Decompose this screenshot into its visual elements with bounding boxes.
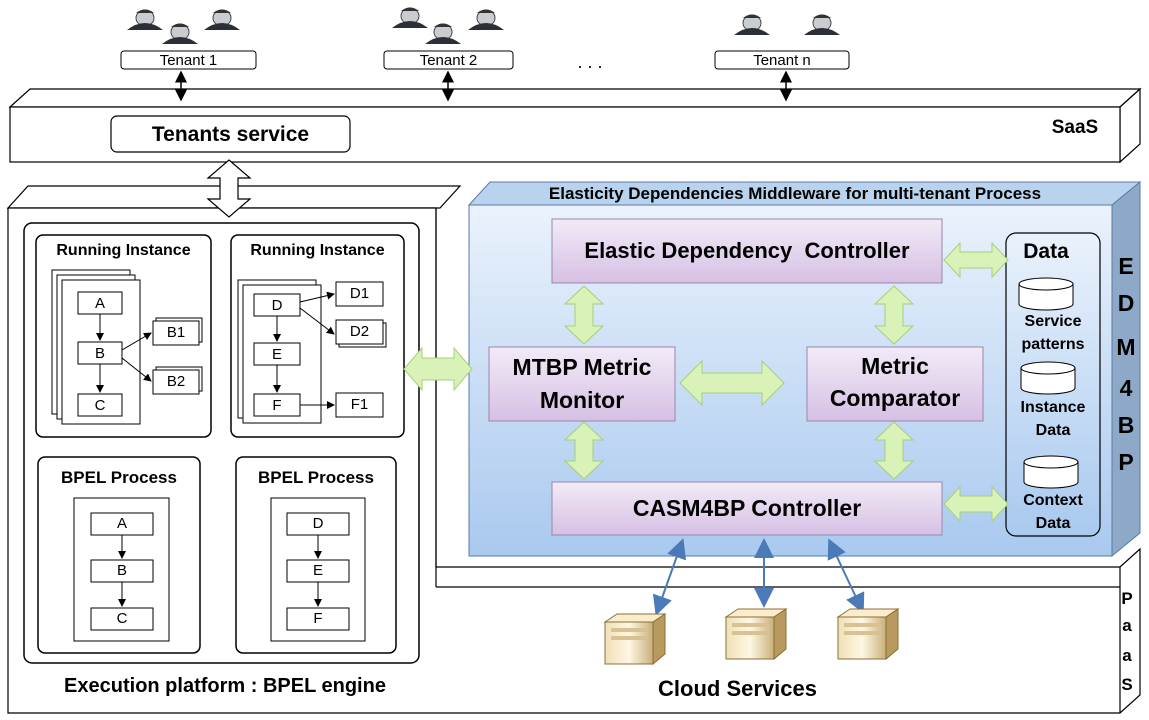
node-label: A — [116, 515, 127, 532]
execution-platform-label: Execution platform : BPEL engine — [64, 675, 386, 697]
bpel-process-2-title: BPEL Process — [258, 468, 374, 487]
user-icon — [468, 9, 504, 30]
user-icon — [204, 9, 240, 30]
node-label: C — [116, 610, 128, 627]
user-icon — [127, 9, 163, 30]
edm-side-letter: P — [1118, 449, 1134, 475]
elastic-dependency-controller-box — [551, 218, 943, 284]
tenant-n-label: Tenant n — [753, 52, 811, 69]
mtbp-monitor-line-1: MTBP Metric — [512, 354, 652, 380]
monitor-to-comparator-arrow — [679, 359, 785, 407]
user-icon — [392, 7, 428, 28]
node-label: D1 — [349, 285, 370, 302]
node-label: F1 — [350, 396, 369, 413]
node-label: B2 — [166, 373, 186, 390]
metric-comparator-line-1: Metric — [861, 353, 929, 379]
server-icon — [724, 608, 788, 661]
saas-label: SaaS — [1051, 117, 1099, 138]
elastic-to-data-arrow — [943, 241, 1009, 279]
comparator-to-casm-arrow — [873, 421, 915, 480]
node-label: F — [313, 610, 323, 627]
monitor-to-casm-arrow — [563, 421, 605, 480]
store-label: Data — [1035, 422, 1071, 439]
tenant-connectors — [175, 70, 792, 102]
elastic-dependency-controller-label: Elastic Dependency Controller — [584, 238, 910, 263]
tenant-1-box — [120, 50, 257, 70]
cloud-connectors — [652, 538, 865, 616]
tenant-2-box — [383, 50, 514, 70]
tenants-service-to-engine-arrow — [206, 159, 252, 218]
engine-to-middleware-arrow — [403, 346, 473, 392]
user-icon — [804, 14, 840, 35]
store-label: Instance — [1020, 399, 1086, 416]
node-label: A — [94, 295, 105, 312]
node-label: B — [116, 562, 127, 579]
user-icon — [425, 23, 461, 44]
node-label: E — [271, 346, 282, 363]
edm-side-letter: M — [1116, 334, 1136, 360]
casm-to-data-arrow — [943, 485, 1009, 523]
node-label: B1 — [166, 324, 186, 341]
tenants-service-label: Tenants service — [151, 123, 310, 146]
mtbp-monitor-line-2: Monitor — [539, 387, 625, 413]
cloud-services-label: Cloud Services — [658, 676, 817, 701]
metric-comparator-line-2: Comparator — [829, 385, 961, 411]
casm4bp-controller-box — [551, 481, 943, 536]
user-icon — [162, 23, 198, 44]
edm-side-letter: E — [1118, 253, 1134, 279]
database-icon — [1018, 277, 1074, 311]
node-label: B — [94, 345, 105, 362]
elastic-to-comparator-arrow — [873, 285, 915, 345]
tenant-2-label: Tenant 2 — [419, 52, 478, 69]
edm-side-letter: B — [1117, 412, 1135, 438]
data-title: Data — [1023, 240, 1069, 263]
tenants-service-box — [110, 115, 351, 153]
tenant-1-label: Tenant 1 — [159, 52, 218, 69]
middleware-title: Elasticity Dependencies Middleware for m… — [548, 184, 1042, 203]
edm-side-letter: 4 — [1119, 375, 1133, 401]
running-instance-2 — [230, 234, 405, 438]
edm-side-letter: D — [1117, 290, 1135, 316]
elastic-to-monitor-arrow — [563, 285, 605, 345]
green-arrows — [403, 241, 1009, 523]
store-label: patterns — [1021, 336, 1085, 353]
paas-letter: a — [1122, 646, 1132, 665]
casm4bp-controller-label: CASM4BP Controller — [632, 495, 862, 521]
bpel-process-1 — [37, 456, 201, 654]
paas-letter: P — [1121, 589, 1133, 608]
tenant-icons — [127, 7, 840, 44]
database-icon — [1020, 361, 1076, 395]
database-icon — [1023, 455, 1079, 489]
running-instance-1-title: Running Instance — [56, 242, 191, 259]
metric-comparator-box — [806, 346, 984, 422]
node-label: C — [94, 397, 106, 414]
user-icon — [734, 14, 770, 35]
paas-letter: a — [1122, 616, 1132, 635]
bpel-process-2 — [235, 456, 397, 654]
server-icon — [603, 613, 667, 666]
store-label: Context — [1023, 492, 1083, 509]
store-label: Service — [1024, 313, 1082, 330]
paas-letter: S — [1121, 675, 1133, 694]
tenant-ellipsis: . . . — [577, 52, 603, 72]
server-icon — [836, 608, 900, 661]
running-instance-2-title: Running Instance — [250, 242, 385, 259]
node-label: D — [271, 297, 283, 314]
node-label: F — [272, 397, 282, 414]
running-instance-1 — [35, 234, 212, 438]
node-label: E — [312, 562, 323, 579]
node-label: D2 — [349, 323, 370, 340]
bpel-process-1-title: BPEL Process — [61, 468, 177, 487]
cloud-servers — [603, 608, 900, 666]
database-icons — [1018, 277, 1079, 489]
mtbp-metric-monitor-box — [488, 346, 676, 422]
node-label: D — [312, 515, 324, 532]
tenant-n-box — [714, 50, 850, 70]
store-label: Data — [1035, 515, 1071, 532]
